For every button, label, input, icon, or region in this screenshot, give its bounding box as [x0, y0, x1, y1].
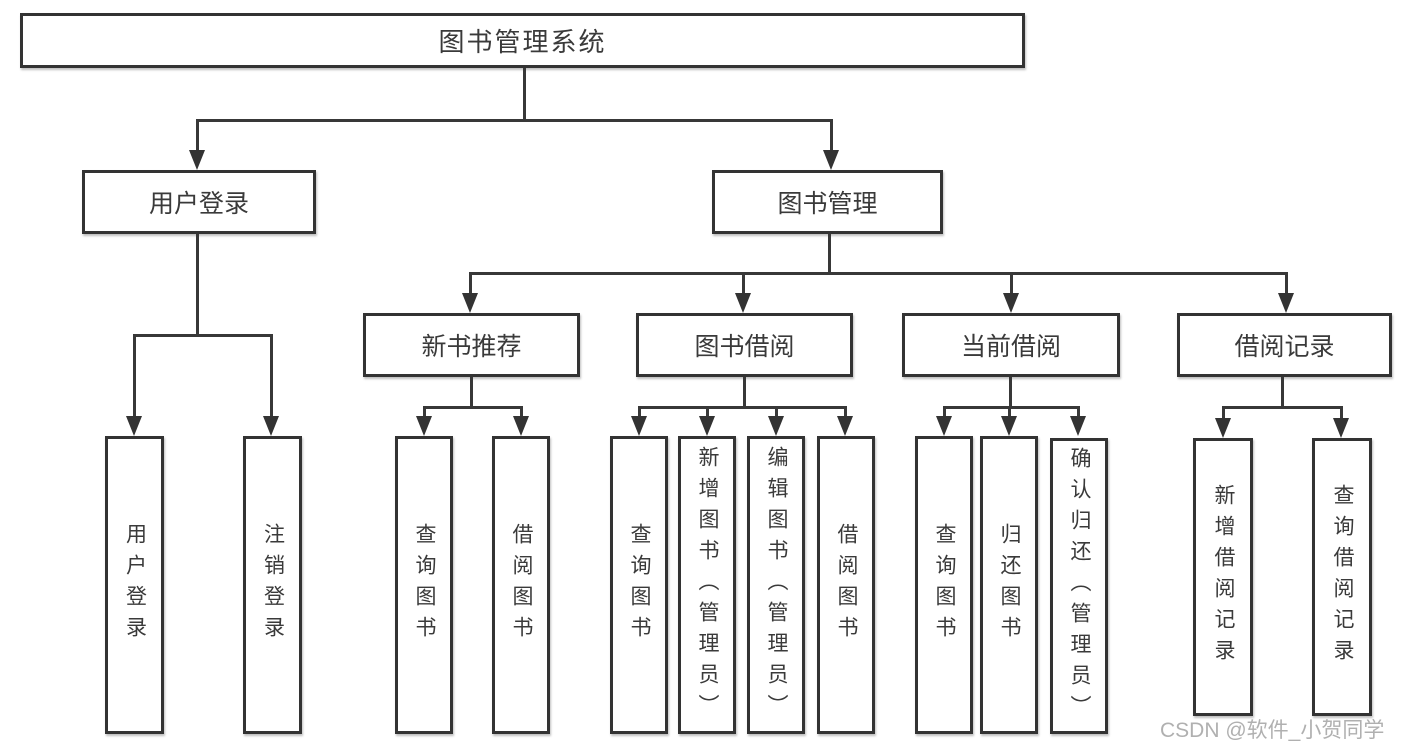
connector-line — [1340, 406, 1343, 420]
node-user-login: 用户登录 — [82, 170, 316, 234]
leaf-add-borrow-record: 新增借阅记录 — [1193, 438, 1253, 716]
connector-line — [1008, 406, 1011, 420]
connector-arrow — [126, 416, 142, 436]
connector-arrow — [768, 416, 784, 436]
connector-line — [844, 406, 847, 420]
connector-line — [638, 406, 847, 409]
connector-line — [638, 406, 641, 420]
connector-line — [742, 272, 745, 295]
connector-line — [133, 334, 136, 418]
connector-arrow — [1003, 293, 1019, 313]
connector-line — [469, 272, 472, 295]
connector-arrow — [263, 416, 279, 436]
connector-line — [1281, 377, 1284, 408]
connector-line — [706, 406, 709, 420]
leaf-query-books-current: 查询图书 — [915, 436, 973, 734]
leaf-query-books-borrow: 查询图书 — [610, 436, 668, 734]
leaf-query-books-recommend: 查询图书 — [395, 436, 453, 734]
connector-line — [133, 334, 273, 337]
connector-line — [775, 406, 778, 420]
connector-line — [1010, 272, 1013, 295]
connector-line — [469, 272, 1288, 275]
leaf-user-login: 用户登录 — [105, 436, 164, 734]
connector-arrow — [823, 150, 839, 170]
node-book-borrow: 图书借阅 — [636, 313, 853, 377]
connector-line — [470, 377, 473, 408]
connector-arrow — [1001, 416, 1017, 436]
connector-line — [1285, 272, 1288, 295]
leaf-confirm-return-admin: 确认归还（管理员） — [1050, 438, 1108, 734]
connector-line — [1077, 406, 1080, 420]
leaf-edit-books-admin: 编辑图书（管理员） — [747, 436, 805, 734]
connector-arrow — [416, 416, 432, 436]
leaf-add-books-admin: 新增图书（管理员） — [678, 436, 736, 734]
connector-arrow — [837, 416, 853, 436]
connector-line — [520, 406, 523, 420]
connector-arrow — [631, 416, 647, 436]
leaf-logout: 注销登录 — [243, 436, 302, 734]
connector-line — [828, 234, 831, 274]
node-root: 图书管理系统 — [20, 13, 1025, 68]
leaf-borrow-books-recommend: 借阅图书 — [492, 436, 550, 734]
leaf-query-borrow-record: 查询借阅记录 — [1312, 438, 1372, 716]
node-borrow-records: 借阅记录 — [1177, 313, 1392, 377]
connector-line — [1222, 406, 1225, 420]
connector-arrow — [1215, 418, 1231, 438]
connector-line — [743, 377, 746, 408]
node-book-management: 图书管理 — [712, 170, 943, 234]
connector-line — [423, 406, 523, 409]
connector-line — [830, 119, 833, 152]
node-current-borrow: 当前借阅 — [902, 313, 1120, 377]
connector-line — [943, 406, 1080, 409]
connector-arrow — [699, 416, 715, 436]
connector-arrow — [462, 293, 478, 313]
connector-arrow — [936, 416, 952, 436]
connector-line — [943, 406, 946, 420]
connector-line — [196, 119, 833, 122]
connector-line — [423, 406, 426, 420]
connector-arrow — [1070, 416, 1086, 436]
leaf-borrow-books: 借阅图书 — [817, 436, 875, 734]
connector-line — [1222, 406, 1343, 409]
connector-arrow — [189, 150, 205, 170]
connector-line — [1009, 377, 1012, 408]
node-new-book-recommend: 新书推荐 — [363, 313, 580, 377]
connector-arrow — [1333, 418, 1349, 438]
connector-line — [196, 234, 199, 335]
connector-arrow — [735, 293, 751, 313]
connector-line — [523, 68, 526, 120]
connector-arrow — [1278, 293, 1294, 313]
watermark-text: CSDN @软件_小贺同学 — [1160, 719, 1385, 742]
connector-line — [270, 334, 273, 418]
leaf-return-books: 归还图书 — [980, 436, 1038, 734]
connector-arrow — [513, 416, 529, 436]
connector-line — [196, 119, 199, 152]
